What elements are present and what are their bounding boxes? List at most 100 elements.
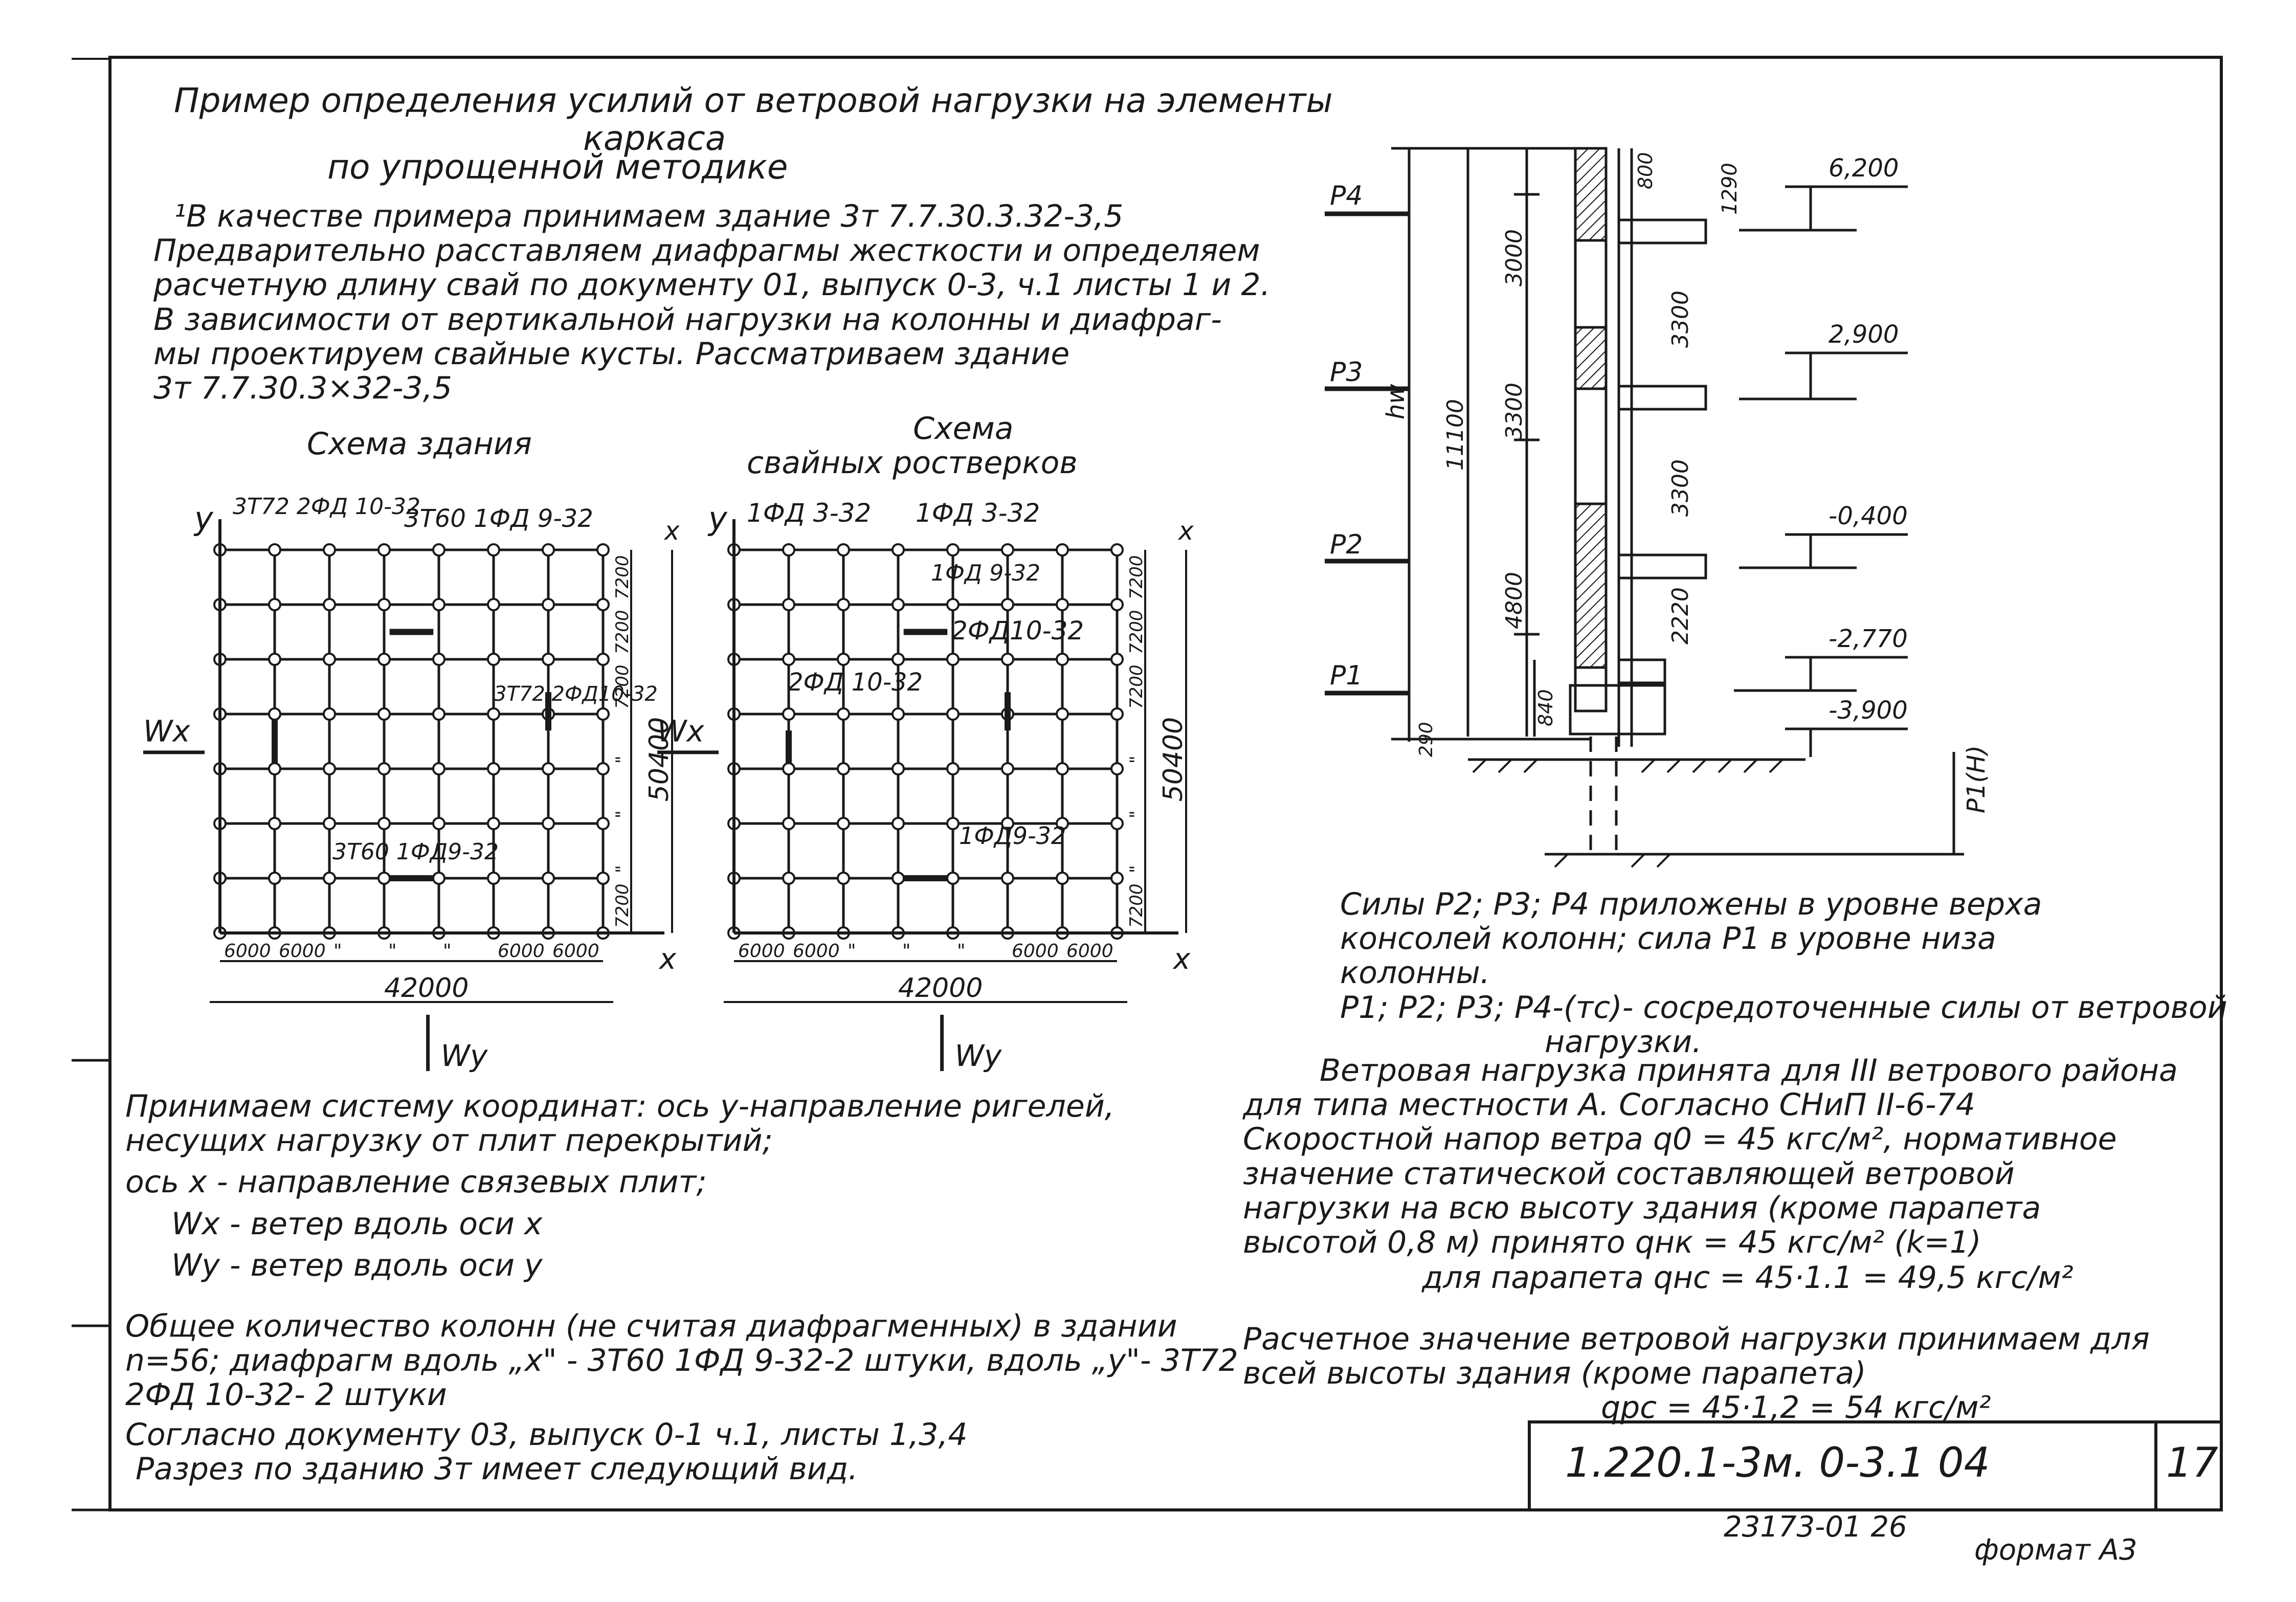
wind-line: Скоростной напор ветра q0 = 45 кгс/м², н… xyxy=(1243,1121,2117,1158)
column-node xyxy=(782,707,795,721)
plan-right-title-line: Схема xyxy=(913,411,1014,447)
column-node xyxy=(837,653,850,666)
dim-3300: 3300 xyxy=(1501,383,1527,440)
column-node xyxy=(782,543,795,557)
axis-x-label: x xyxy=(658,943,677,976)
column-node xyxy=(1001,762,1014,775)
level-mark: -2,770 xyxy=(1829,625,1908,653)
wind-y-label: Wy xyxy=(441,1038,488,1073)
note-line: колонны. xyxy=(1340,955,1490,991)
dim-11100: 11100 xyxy=(1442,399,1468,471)
coords-line: Принимаем систему координат: ось у-напра… xyxy=(125,1088,1114,1124)
level-mark: -3,900 xyxy=(1829,696,1908,725)
document-code: 1.220.1-3м. 0-3.1 04 xyxy=(1565,1439,1990,1486)
dim-3000: 3000 xyxy=(1501,229,1527,286)
dim-label: " xyxy=(902,941,911,962)
diaphragm-label: 3Т60 1ФД9-32 xyxy=(332,839,499,865)
count-line: Разрез по зданию 3т имеет следующий вид. xyxy=(136,1451,858,1487)
column-node xyxy=(1056,543,1069,557)
column-node xyxy=(891,762,905,775)
column-node xyxy=(542,543,555,557)
design-line: Расчетное значение ветровой нагрузки при… xyxy=(1243,1321,2150,1357)
dim-3300: 3300 xyxy=(1667,459,1693,517)
design-line: всей высоты здания (кроме парапета) xyxy=(1243,1355,1866,1392)
dim-3300: 3300 xyxy=(1667,291,1693,348)
dim-total-label: 50400 xyxy=(1158,717,1189,802)
intro-line: мы проектируем свайные кусты. Рассматрив… xyxy=(153,336,1070,372)
column-node xyxy=(323,817,336,830)
coordinate-system-text: Принимаем систему координат: ось у-напра… xyxy=(125,1089,1114,1283)
column-node xyxy=(323,598,336,611)
axis-x-label: x xyxy=(1177,516,1194,546)
column-node xyxy=(1001,872,1014,885)
title-line: Пример определения усилий от ветровой на… xyxy=(174,81,1333,120)
dim-label: " xyxy=(612,810,633,818)
column-node xyxy=(542,762,555,775)
ground-label: P1(H) xyxy=(1962,745,1991,813)
coords-line: ось х - направление связевых плит; xyxy=(125,1164,707,1200)
column-node xyxy=(891,707,905,721)
column-node xyxy=(891,872,905,885)
column-node xyxy=(432,598,445,611)
column-node xyxy=(1056,707,1069,721)
wind-y-label: Wy xyxy=(955,1038,1002,1073)
column-node xyxy=(487,762,500,775)
intro-line: В зависимости от вертикальной нагрузки н… xyxy=(153,301,1222,338)
column-node xyxy=(837,872,850,885)
level-mark: 2,900 xyxy=(1829,320,1899,349)
intro-text: ¹В качестве примера принимаем здание 3т … xyxy=(153,199,1270,406)
column-node xyxy=(782,817,795,830)
axis-x-label: x xyxy=(1172,943,1191,976)
column-node xyxy=(946,872,960,885)
dim-label: 7200 xyxy=(1126,664,1147,709)
dim-total-label: 42000 xyxy=(384,973,469,1004)
count-line: 2ФД 10-32- 2 штуки xyxy=(125,1377,447,1413)
dim-4800: 4800 xyxy=(1501,572,1527,629)
column-node xyxy=(837,598,850,611)
column-node xyxy=(268,543,281,557)
column-node xyxy=(1001,817,1014,830)
forces-note: Силы P2; P3; P4 приложены в уровне верха… xyxy=(1340,887,2227,1059)
level-mark: 6,200 xyxy=(1829,154,1899,183)
column-node xyxy=(596,543,610,557)
level-mark: -0,400 xyxy=(1829,502,1908,530)
column-node xyxy=(542,653,555,666)
column-node xyxy=(1056,872,1069,885)
column-node xyxy=(1056,817,1069,830)
column-node xyxy=(268,817,281,830)
count-line: n=56; диафрагм вдоль „х" - 3Т60 1ФД 9-32… xyxy=(125,1343,1238,1379)
force-p3: P3 xyxy=(1330,357,1363,388)
column-node xyxy=(268,598,281,611)
design-value-text: Расчетное значение ветровой нагрузки при… xyxy=(1243,1322,2150,1426)
dim-1290: 1290 xyxy=(1718,163,1742,215)
force-p2: P2 xyxy=(1330,529,1363,560)
axis-y-label: y xyxy=(707,500,728,537)
column-node xyxy=(487,707,500,721)
column-node xyxy=(542,598,555,611)
column-node xyxy=(1001,543,1014,557)
wind-line: высотой 0,8 м) принято qнк = 45 кгс/м² (… xyxy=(1243,1224,1981,1260)
dim-label: 7200 xyxy=(1126,883,1147,928)
column-node xyxy=(377,762,391,775)
column-node xyxy=(891,543,905,557)
wind-x-label: Wx xyxy=(657,714,704,749)
column-node xyxy=(891,653,905,666)
column-node xyxy=(432,543,445,557)
wind-line: Ветровая нагрузка принята для III ветров… xyxy=(1320,1053,2178,1088)
diaphragm-label: 3Т72 2ФД 10-32 xyxy=(233,494,420,520)
column-node xyxy=(946,653,960,666)
column-node xyxy=(377,653,391,666)
dim-label: " xyxy=(1126,810,1147,818)
column-node xyxy=(1001,653,1014,666)
column-node xyxy=(268,872,281,885)
axis-y-label: y xyxy=(193,500,214,537)
column-node xyxy=(891,817,905,830)
column-node xyxy=(596,762,610,775)
dim-label: 6000 xyxy=(498,941,545,962)
column-node xyxy=(1056,653,1069,666)
column-node xyxy=(1056,762,1069,775)
column-node xyxy=(323,872,336,885)
note-line: нагрузки. xyxy=(1545,1024,1702,1060)
column-node xyxy=(837,707,850,721)
